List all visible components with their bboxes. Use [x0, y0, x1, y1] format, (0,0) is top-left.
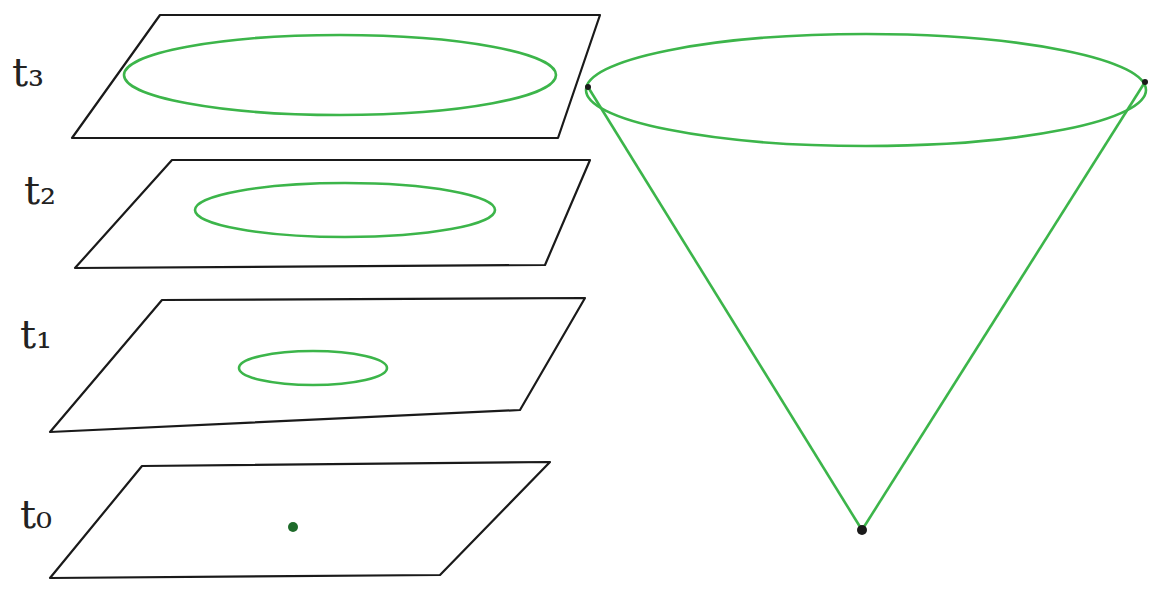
rim-point [585, 84, 591, 90]
cone-side [862, 82, 1145, 530]
time-plane [50, 298, 585, 432]
light-circle [239, 351, 387, 385]
time-label: t₀ [20, 492, 52, 536]
cone-side [588, 87, 862, 530]
time-label: t₃ [12, 50, 44, 94]
time-plane [50, 462, 550, 578]
light-circle [195, 183, 495, 237]
cone-rim [586, 34, 1146, 146]
rim-point [1142, 79, 1148, 85]
cone-apex [857, 525, 867, 535]
time-plane [75, 160, 590, 268]
time-label: t₂ [24, 168, 56, 212]
time-label: t₁ [20, 312, 52, 356]
light-circle [124, 35, 556, 115]
time-plane [72, 15, 600, 138]
event-point [288, 522, 298, 532]
